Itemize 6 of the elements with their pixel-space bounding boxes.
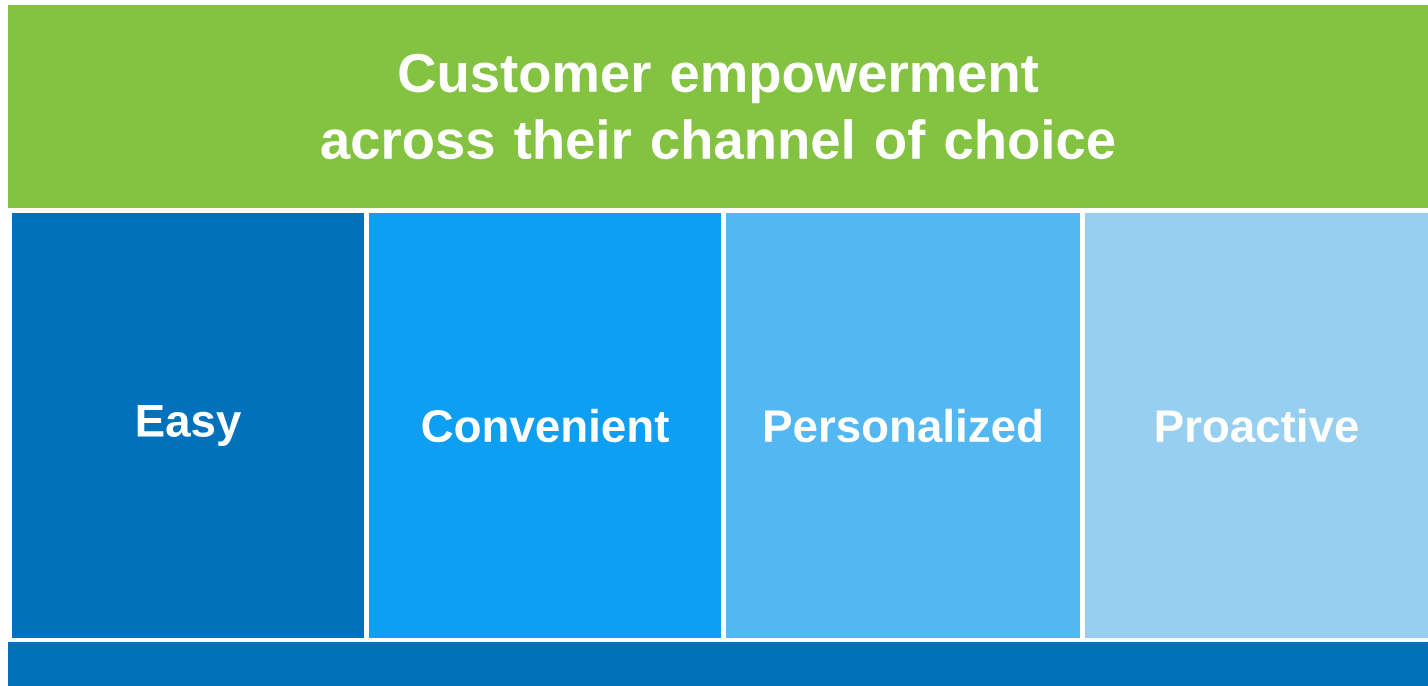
category-box: Convenient [369,213,721,638]
category-box: Easy [12,213,364,638]
heading-band: Customer empowerment across their channel of choice [8,5,1428,208]
category-box: Personalized [726,213,1080,638]
category-box: Proactive [1085,213,1428,638]
footer-bar [8,642,1428,686]
